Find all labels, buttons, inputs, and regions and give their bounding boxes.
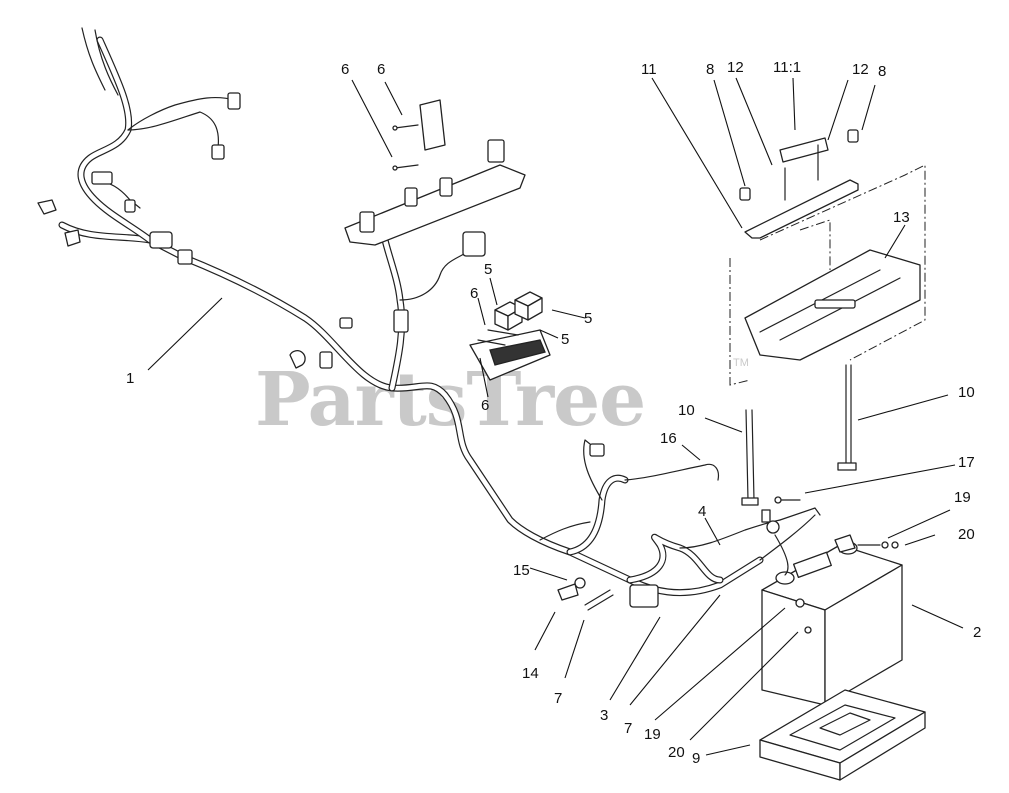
callout-8b: 8 <box>878 63 886 80</box>
callout-5c: 5 <box>561 331 569 348</box>
battery-cables <box>761 496 899 576</box>
decal-11-1 <box>779 137 829 163</box>
starter-connector <box>629 584 659 608</box>
callout-20b: 20 <box>668 744 685 761</box>
battery-cover-assembly <box>729 129 926 386</box>
hold-down-rods <box>741 364 857 506</box>
clip-part <box>37 199 57 215</box>
grommet <box>289 350 306 369</box>
callout-6c: 6 <box>470 285 478 302</box>
connector-mid <box>211 144 225 160</box>
callout-20a: 20 <box>958 526 975 543</box>
callout-14: 14 <box>522 665 539 682</box>
plug-connector-2 <box>339 317 353 329</box>
callout-3: 3 <box>600 707 608 724</box>
callout-16: 16 <box>660 430 677 447</box>
harness-connectors <box>37 92 659 608</box>
callout-19b: 19 <box>644 726 661 743</box>
callout-9: 9 <box>692 750 700 767</box>
relays-and-fuse-block <box>469 291 551 381</box>
wire-harness <box>58 27 816 597</box>
harness-clip <box>149 231 173 249</box>
callout-6a: 6 <box>341 61 349 78</box>
callout-7a: 7 <box>554 690 562 707</box>
clip-part-2 <box>64 229 81 247</box>
relay-bracket <box>344 99 526 246</box>
battery-tray <box>759 689 926 781</box>
callout-12a: 12 <box>727 59 744 76</box>
callout-4: 4 <box>698 503 706 520</box>
callout-6b: 6 <box>377 61 385 78</box>
harness-clip-2 <box>177 249 193 265</box>
callout-10b: 10 <box>958 384 975 401</box>
callout-5a: 5 <box>484 261 492 278</box>
clip-8-right <box>847 129 859 143</box>
callout-10a: 10 <box>678 402 695 419</box>
trademark-mark: TM <box>733 357 749 369</box>
callout-8a: 8 <box>706 61 714 78</box>
callout-labels: 1 6 6 5 6 5 5 6 11 8 12 11:1 12 8 13 10 … <box>126 59 981 767</box>
harness-tie <box>393 309 409 333</box>
connector-16 <box>589 443 605 457</box>
callout-7b: 7 <box>624 720 632 737</box>
hold-down-bracket <box>744 179 859 239</box>
clip-8-left <box>739 187 751 201</box>
callout-11: 11 <box>641 61 657 78</box>
callout-19a: 19 <box>954 489 971 506</box>
callout-15: 15 <box>513 562 530 579</box>
callout-11-1: 11:1 <box>773 59 801 76</box>
connector-top-right <box>227 92 241 110</box>
plug-connector <box>319 351 333 369</box>
relay-socket <box>462 231 486 257</box>
callout-5b: 5 <box>584 310 592 327</box>
callout-2: 2 <box>973 624 981 641</box>
connector-small <box>124 199 136 213</box>
callout-12b: 12 <box>852 61 869 78</box>
leader-lines <box>147 77 964 756</box>
callout-1: 1 <box>126 370 134 387</box>
callout-6d: 6 <box>481 397 489 414</box>
small-hardware <box>557 577 614 611</box>
callout-17: 17 <box>958 454 975 471</box>
battery <box>761 541 903 706</box>
callout-13: 13 <box>893 209 910 226</box>
connector-junction <box>91 171 113 185</box>
